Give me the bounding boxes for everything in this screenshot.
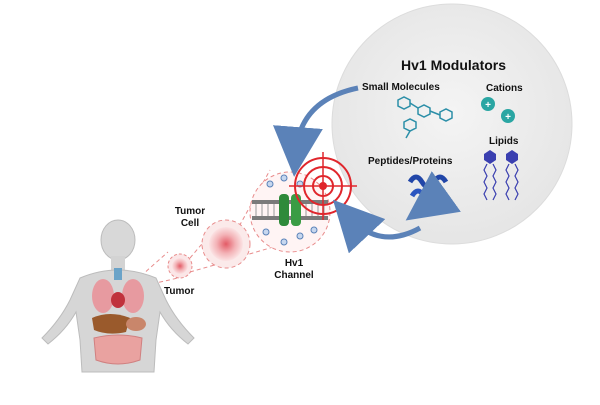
small-molecules-label: Small Molecules xyxy=(362,82,440,93)
cation-plus-2: + xyxy=(505,112,511,123)
tumor-cell-label-line2: Cell xyxy=(180,218,200,229)
cell-membrane xyxy=(252,200,328,220)
modulators-panel xyxy=(331,3,573,245)
arrow-from-modulators-icon xyxy=(332,199,422,254)
heart-icon xyxy=(111,292,125,308)
target-icon xyxy=(289,152,357,220)
hv1-channel-label-line1: Hv1 xyxy=(284,258,304,269)
tumor-cell-icon xyxy=(209,227,243,261)
hv1-channel-icon xyxy=(279,194,301,226)
lung-left-icon xyxy=(92,279,114,313)
liver-icon xyxy=(92,314,130,334)
hv1-channel-label-line2: Channel xyxy=(274,270,314,281)
arrow-to-target-icon xyxy=(273,85,359,177)
cations-label: Cations xyxy=(486,83,523,94)
peptides-proteins-label: Peptides/Proteins xyxy=(368,156,453,167)
tumor-label: Tumor xyxy=(164,286,195,297)
proton-dots xyxy=(262,174,318,246)
protein-icon xyxy=(405,171,461,221)
cation-icon: + + xyxy=(481,97,515,123)
tumor-icon xyxy=(172,258,188,274)
thyroid-icon xyxy=(114,268,122,280)
human-body-icon xyxy=(41,219,195,373)
cation-plus-1: + xyxy=(485,100,491,111)
tumor-cell-label: Tumor Cell xyxy=(172,206,208,230)
lung-right-icon xyxy=(122,279,144,313)
stomach-icon xyxy=(126,317,146,331)
hv1-channel-label: Hv1 Channel xyxy=(272,258,316,282)
lipids-label: Lipids xyxy=(489,136,519,147)
small-molecule-icon xyxy=(397,96,453,139)
tumor-cell-label-line1: Tumor xyxy=(174,206,206,217)
intestine-icon xyxy=(93,334,143,365)
membrane-zoom xyxy=(249,171,331,253)
lipid-icon xyxy=(483,150,519,201)
modulators-title: Hv1 Modulators xyxy=(401,57,507,73)
